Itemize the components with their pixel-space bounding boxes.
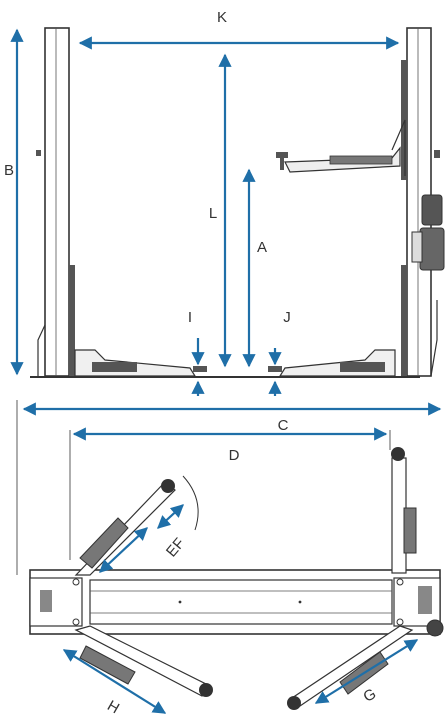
label-b: B xyxy=(4,162,14,179)
label-a: A xyxy=(257,239,267,256)
raised-lift-arm xyxy=(276,119,406,176)
top-view: C D EF xyxy=(16,400,444,717)
dimension-ef-arrow-1 xyxy=(99,527,148,573)
label-l: L xyxy=(209,205,217,222)
swing-arm-top-left: EF xyxy=(74,475,199,576)
label-d: D xyxy=(229,447,240,464)
label-c: C xyxy=(278,417,289,434)
motor-unit xyxy=(411,194,445,271)
dimension-h-arrow xyxy=(62,649,167,714)
label-j: J xyxy=(283,309,291,326)
dimension-g-arrow xyxy=(314,639,419,704)
swing-arm-bottom-left: H xyxy=(62,625,213,717)
lowered-arms-right xyxy=(268,349,396,377)
label-i: I xyxy=(188,309,192,326)
swing-arm-bottom-right: G xyxy=(287,625,419,710)
dimension-ef-arrow-2 xyxy=(157,504,184,529)
right-column xyxy=(401,27,445,377)
crossbeam-baseplate xyxy=(29,569,444,637)
label-k: K xyxy=(217,9,227,26)
left-column xyxy=(36,27,75,377)
label-ef: EF xyxy=(163,535,188,561)
front-elevation: K B L A I J xyxy=(4,9,445,396)
lowered-arms-left xyxy=(74,349,207,377)
swing-arm-top-right xyxy=(391,447,417,574)
label-g: G xyxy=(360,685,379,706)
label-h: H xyxy=(104,697,122,717)
